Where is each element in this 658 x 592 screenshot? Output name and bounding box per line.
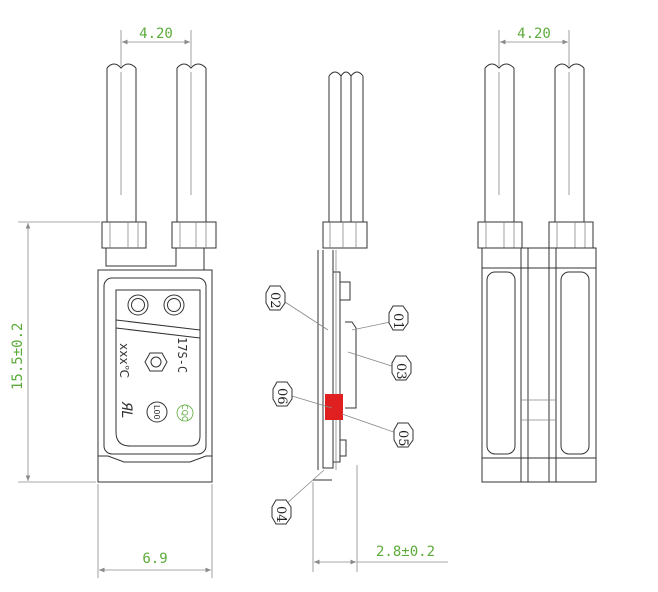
temperature-marking: xxx℃ <box>117 343 131 378</box>
label-04: 04 <box>271 499 292 525</box>
svg-text:06: 06 <box>274 388 289 405</box>
front-lead-left <box>106 63 137 222</box>
label-05: 05 <box>393 422 414 448</box>
svg-text:2.8±0.2: 2.8±0.2 <box>376 544 435 560</box>
rivet-icon <box>127 294 149 316</box>
svg-text:04: 04 <box>273 506 288 523</box>
label-02: 02 <box>265 285 286 311</box>
label-01: 01 <box>388 305 409 331</box>
side-view: 02 01 03 06 05 04 <box>265 71 414 525</box>
back-window-left <box>486 271 516 455</box>
dimension-thickness: 2.8±0.2 <box>312 465 448 572</box>
hex-nut-icon <box>144 352 168 372</box>
code-marking: L00 <box>152 405 161 420</box>
svg-text:03: 03 <box>393 363 408 380</box>
svg-text:6.9: 6.9 <box>142 551 167 567</box>
front-lead-right <box>176 63 207 222</box>
front-crimp-right <box>171 221 217 249</box>
ul-symbol-icon: ЯL <box>118 401 134 419</box>
back-body <box>481 247 597 483</box>
back-view <box>477 63 597 483</box>
front-view: 17S-C xxx℃ ЯL L00 CQC <box>97 63 217 483</box>
front-crimp-left <box>101 221 147 249</box>
svg-text:4.20: 4.20 <box>139 26 173 42</box>
rivet-icon <box>163 294 185 316</box>
back-crimp-right <box>548 221 594 249</box>
svg-text:CQC: CQC <box>180 404 189 422</box>
cqc-logo-icon: CQC <box>176 404 194 422</box>
svg-text:02: 02 <box>267 292 282 309</box>
svg-text:01: 01 <box>390 313 405 330</box>
dimension-back-pitch: 4.20 <box>498 26 570 66</box>
svg-text:15.5±0.2: 15.5±0.2 <box>10 323 26 390</box>
dimension-width: 6.9 <box>97 484 213 578</box>
back-window-right <box>560 271 590 455</box>
label-06: 06 <box>272 381 293 407</box>
model-marking: 17S-C <box>175 337 189 373</box>
front-body-inner <box>103 277 207 455</box>
front-body <box>97 269 213 483</box>
dimension-front-pitch: 4.20 <box>120 26 192 66</box>
svg-text:05: 05 <box>395 430 410 447</box>
svg-text:4.20: 4.20 <box>517 26 551 42</box>
dimension-height: 15.5±0.2 <box>10 221 100 483</box>
front-plate <box>115 289 201 447</box>
date-code-circle <box>146 401 168 423</box>
back-crimp-left <box>477 221 523 249</box>
label-03: 03 <box>391 355 412 381</box>
part-06-highlight <box>325 394 343 420</box>
